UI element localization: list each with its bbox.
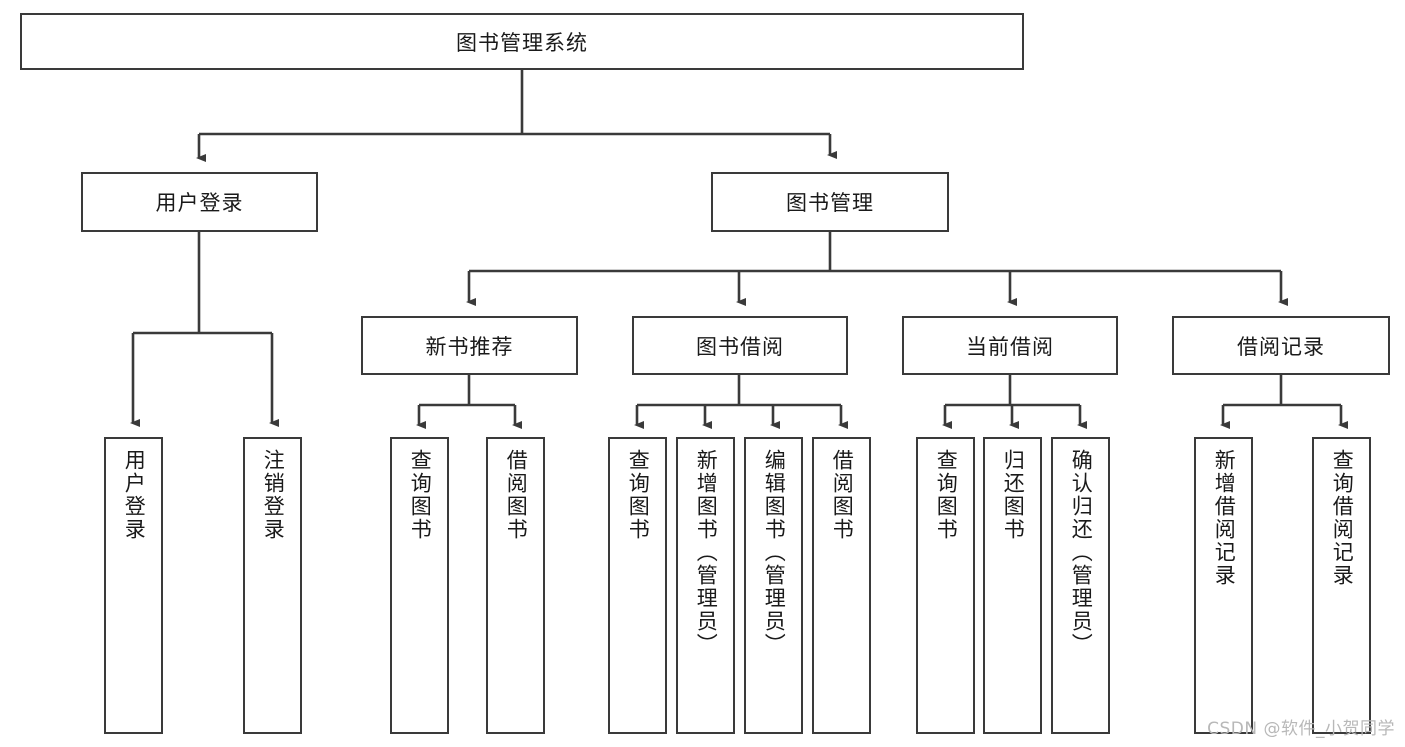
leaf-label: 查询借阅记录 xyxy=(1330,449,1355,587)
leaf-label: 归还图书 xyxy=(1001,449,1026,541)
leaf-label: 用户登录 xyxy=(122,449,147,541)
leaf-book-borrow-3[interactable]: 编辑图书（管理员） xyxy=(744,437,803,734)
leaf-borrow-record-2[interactable]: 查询借阅记录 xyxy=(1312,437,1371,734)
node-book-manage-label: 图书管理 xyxy=(786,191,874,215)
leaf-new-book-1[interactable]: 查询图书 xyxy=(390,437,449,734)
node-book-manage[interactable]: 图书管理 xyxy=(711,172,949,232)
node-borrow-record-label: 借阅记录 xyxy=(1237,334,1325,359)
leaf-label: 查询图书 xyxy=(408,449,433,541)
node-user-login-label: 用户登录 xyxy=(155,191,244,215)
watermark: CSDN @软件_小贺同学 xyxy=(1207,719,1395,739)
node-user-login[interactable]: 用户登录 xyxy=(81,172,318,232)
leaf-label: 查询图书 xyxy=(934,449,959,541)
leaf-borrow-record-1[interactable]: 新增借阅记录 xyxy=(1194,437,1253,734)
leaf-book-borrow-4[interactable]: 借阅图书 xyxy=(812,437,871,734)
leaf-user-login-1[interactable]: 用户登录 xyxy=(104,437,163,734)
node-new-book-recommend-label: 新书推荐 xyxy=(425,334,514,359)
leaf-label: 借阅图书 xyxy=(830,449,855,541)
node-borrow-record[interactable]: 借阅记录 xyxy=(1172,316,1390,375)
node-book-borrow[interactable]: 图书借阅 xyxy=(632,316,848,375)
node-new-book-recommend[interactable]: 新书推荐 xyxy=(361,316,578,375)
leaf-current-borrow-2[interactable]: 归还图书 xyxy=(983,437,1042,734)
leaf-label: 注销登录 xyxy=(261,449,286,541)
leaf-label: 借阅图书 xyxy=(504,449,529,541)
leaf-user-login-2[interactable]: 注销登录 xyxy=(243,437,302,734)
node-root[interactable]: 图书管理系统 xyxy=(20,13,1024,70)
leaf-label: 确认归还（管理员） xyxy=(1069,449,1094,656)
leaf-current-borrow-1[interactable]: 查询图书 xyxy=(916,437,975,734)
leaf-current-borrow-3[interactable]: 确认归还（管理员） xyxy=(1051,437,1110,734)
node-root-label: 图书管理系统 xyxy=(456,30,588,55)
leaf-label: 新增借阅记录 xyxy=(1212,449,1237,587)
node-book-borrow-label: 图书借阅 xyxy=(696,334,784,359)
leaf-new-book-2[interactable]: 借阅图书 xyxy=(486,437,545,734)
leaf-book-borrow-1[interactable]: 查询图书 xyxy=(608,437,667,734)
leaf-label: 查询图书 xyxy=(626,449,651,541)
leaf-book-borrow-2[interactable]: 新增图书（管理员） xyxy=(676,437,735,734)
leaf-label: 新增图书（管理员） xyxy=(694,449,719,656)
leaf-label: 编辑图书（管理员） xyxy=(762,449,787,656)
node-current-borrow[interactable]: 当前借阅 xyxy=(902,316,1118,375)
node-current-borrow-label: 当前借阅 xyxy=(966,334,1054,359)
